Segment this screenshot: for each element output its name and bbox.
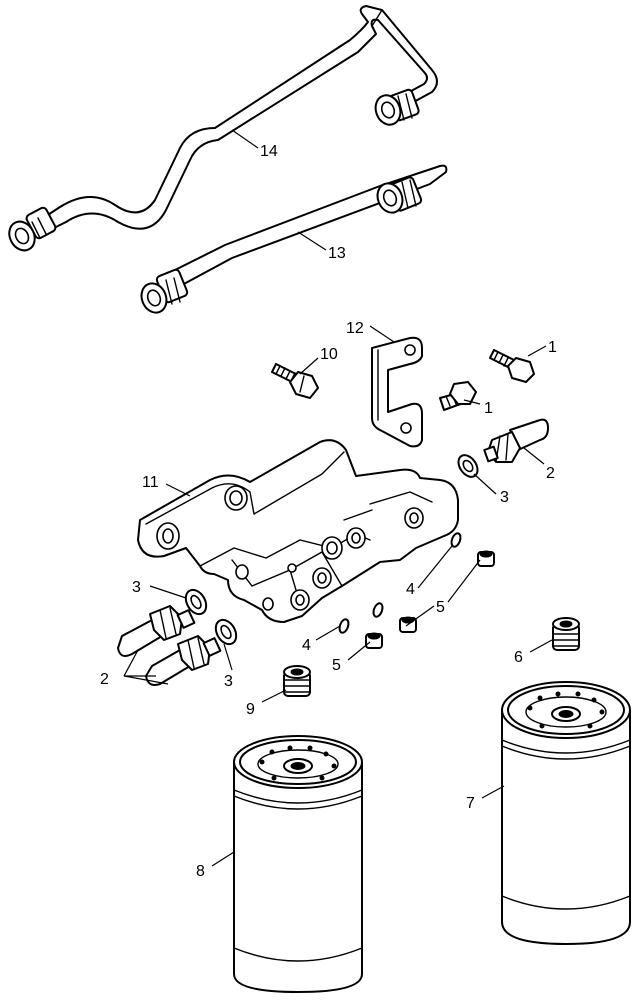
- callout-3-right: 3: [500, 489, 509, 506]
- fitting-2-left-lower: [145, 635, 222, 686]
- callout-9: 9: [246, 701, 255, 718]
- tube-14-right-fitting: [374, 88, 420, 126]
- callout-13: 13: [328, 245, 346, 262]
- adapter-9: [283, 665, 311, 697]
- callout-11: 11: [142, 474, 159, 491]
- bolt-1-lower: [439, 381, 477, 411]
- bolt-10: [271, 363, 319, 399]
- filter-head-11: [137, 439, 459, 623]
- filter-8-holes: [259, 745, 337, 781]
- callout-3-left-upper: 3: [132, 579, 141, 596]
- bracket-12: [371, 336, 423, 448]
- fitting-2-left-upper: [117, 605, 196, 657]
- callout-5-left: 5: [332, 657, 341, 674]
- callout-7: 7: [466, 795, 475, 812]
- tube-14-left-fitting: [8, 206, 57, 252]
- callout-3-left-lower: 3: [224, 673, 233, 690]
- fuel-filter-8: [233, 735, 363, 993]
- washer-3-right: [457, 454, 479, 478]
- leader-lines: [123, 129, 553, 867]
- adapter-6: [552, 617, 580, 651]
- o-ring-4-upper: [450, 532, 462, 548]
- callout-10: 10: [320, 346, 338, 363]
- callout-4-lower: 4: [302, 637, 311, 654]
- filter-7-holes: [527, 691, 605, 729]
- callout-2-left: 2: [100, 671, 109, 688]
- callout-1-upper: 1: [548, 339, 557, 356]
- fuel-tube-14: [8, 5, 438, 252]
- fuel-filter-7: [501, 681, 631, 945]
- o-ring-4-lower: [338, 618, 350, 634]
- callout-12: 12: [346, 320, 364, 337]
- callout-5-right: 5: [436, 599, 445, 616]
- callout-2-right: 2: [546, 465, 555, 482]
- washer-3-left-lower: [214, 618, 238, 646]
- tube-13-left-fitting: [140, 268, 189, 314]
- callout-4-upper: 4: [406, 581, 415, 598]
- fuel-tube-13: [140, 164, 448, 314]
- callout-1-lower: 1: [484, 400, 493, 417]
- callout-8: 8: [196, 863, 205, 880]
- plug-5-left: [365, 632, 383, 649]
- plug-5-right: [477, 550, 495, 567]
- o-ring-4-middle: [372, 602, 384, 618]
- callout-labels: 14 13 12 10 1 1 2 3 11 3 2 3 4 4 5 5 9 6…: [100, 143, 557, 880]
- washer-3-left-upper: [184, 588, 208, 616]
- tube-13-right-fitting: [376, 176, 423, 214]
- bolt-1-upper: [489, 349, 535, 383]
- callout-6: 6: [514, 649, 523, 666]
- callout-14: 14: [260, 143, 278, 160]
- fitting-2-right: [483, 418, 549, 463]
